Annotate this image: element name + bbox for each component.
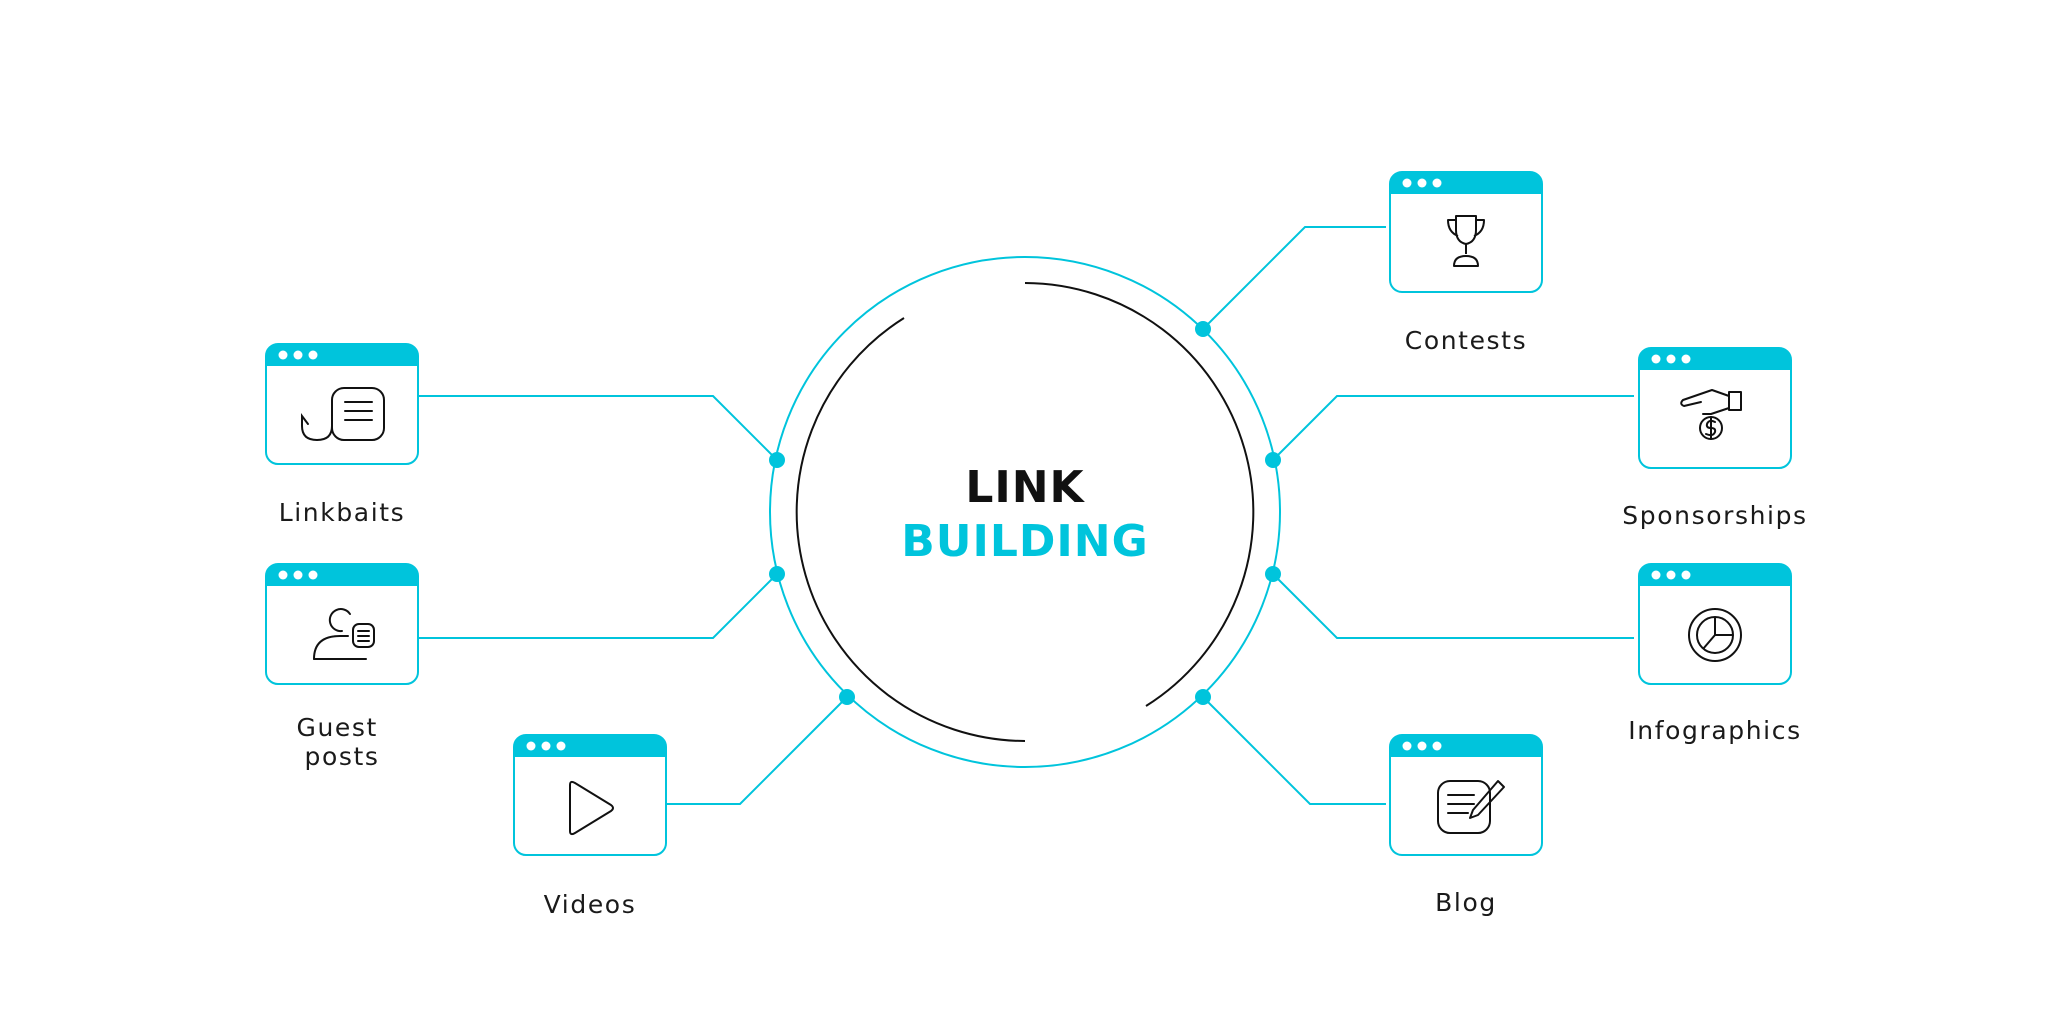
dot-infographics <box>1265 566 1281 582</box>
window-card <box>265 343 419 465</box>
connectors <box>417 226 1634 805</box>
label-blog: Blog <box>1435 888 1497 917</box>
trophy-icon <box>1447 215 1485 267</box>
node-videos <box>513 734 667 856</box>
node-linkbaits <box>265 343 419 465</box>
connector-infographics <box>1272 573 1634 639</box>
outer-ring <box>769 256 1281 768</box>
dot-blog <box>1195 689 1211 705</box>
pie-chart-icon <box>1688 608 1742 662</box>
window-card <box>1389 171 1543 293</box>
label-blog-line: Blog <box>1435 888 1497 917</box>
hand-dollar-icon <box>1680 389 1742 440</box>
node-blog <box>1389 734 1543 856</box>
connector-linkbaits <box>417 395 778 461</box>
label-infographics: Infographics <box>1628 716 1801 745</box>
label-infographics-line: Infographics <box>1628 716 1801 745</box>
dot-sponsorships <box>1265 452 1281 468</box>
user-document-icon <box>313 608 375 660</box>
node-sponsorships <box>1638 347 1792 469</box>
play-icon <box>569 780 614 836</box>
dot-videos <box>839 689 855 705</box>
dot-linkbaits <box>769 452 785 468</box>
inner-arc-right <box>1024 282 1255 707</box>
connector-videos <box>665 696 848 805</box>
inner-arc-left <box>795 317 1026 742</box>
label-videos-line: Videos <box>544 890 637 919</box>
node-infographics <box>1638 563 1792 685</box>
center-hub: LINK BUILDING <box>769 256 1281 768</box>
window-card <box>513 734 667 856</box>
label-videos: Videos <box>544 890 637 919</box>
label-guest-posts-line-2: posts <box>304 742 379 771</box>
connector-guest-posts <box>417 573 778 639</box>
node-guest-posts <box>265 563 419 685</box>
node-contests <box>1389 171 1543 293</box>
dot-contests <box>1195 321 1211 337</box>
label-linkbaits: Linkbaits <box>279 498 406 527</box>
dot-guest-posts <box>769 566 785 582</box>
label-linkbaits-line: Linkbaits <box>279 498 406 527</box>
title-line-1: LINK <box>965 462 1085 513</box>
connector-blog <box>1202 696 1386 805</box>
window-card <box>265 563 419 685</box>
note-pencil-icon <box>1437 780 1505 834</box>
label-contests-line: Contests <box>1405 326 1527 355</box>
label-guest-posts: Guest posts <box>297 713 388 771</box>
label-contests: Contests <box>1405 326 1527 355</box>
connector-sponsorships <box>1272 395 1634 461</box>
connector-contests <box>1202 226 1386 330</box>
label-guest-posts-line-1: Guest <box>297 713 378 742</box>
title-line-2: BUILDING <box>901 516 1149 567</box>
label-sponsorships-line: Sponsorships <box>1622 501 1807 530</box>
window-card <box>1638 347 1792 469</box>
label-sponsorships: Sponsorships <box>1622 501 1807 530</box>
hook-document-icon <box>301 387 385 442</box>
connector-dots <box>769 321 1281 705</box>
labels: Linkbaits Guest posts Videos Contests Sp… <box>279 326 1807 919</box>
